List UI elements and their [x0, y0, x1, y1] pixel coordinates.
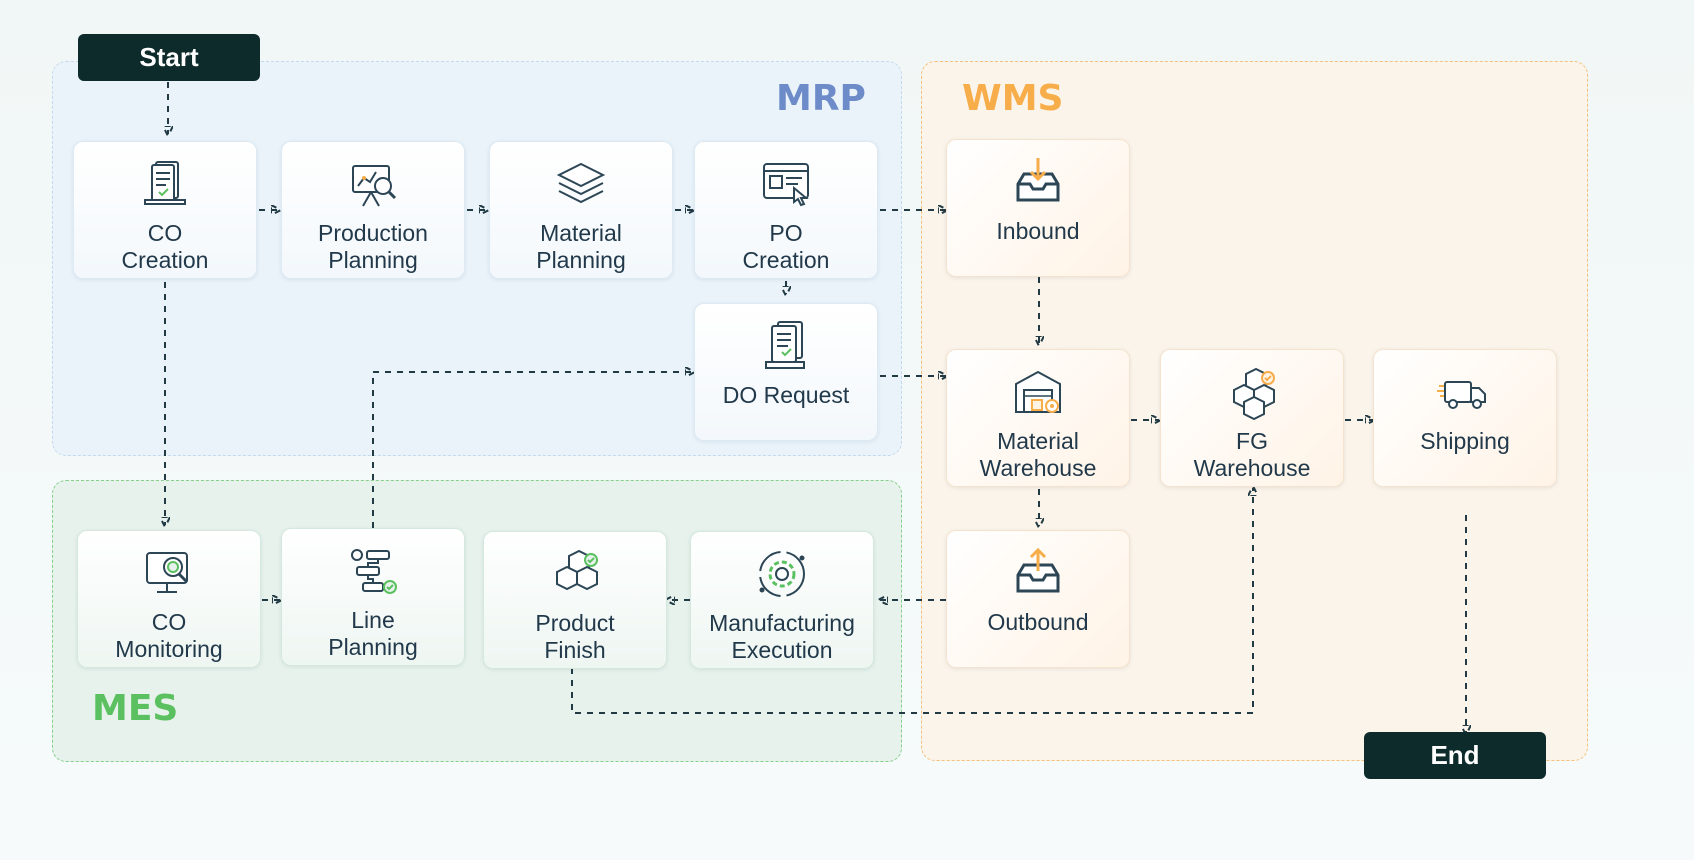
manufacturing-execution-label: Manufacturing Execution	[692, 610, 872, 664]
layers-icon	[556, 162, 606, 204]
material-warehouse-node[interactable]: Material Warehouse	[946, 349, 1130, 487]
wms-region-label: WMS	[962, 78, 1064, 119]
material-planning-label-line2: Planning	[536, 247, 626, 273]
inbound-node[interactable]: Inbound	[946, 139, 1130, 277]
inbound-label: Inbound	[948, 218, 1128, 245]
po-creation-label: PO Creation	[696, 220, 876, 274]
end-label: End	[1430, 740, 1480, 770]
start-label: Start	[139, 42, 199, 72]
inbox-up-icon	[1016, 547, 1060, 593]
manufacturing-execution-label-line1: Manufacturing	[709, 610, 855, 636]
truck-icon	[1437, 381, 1486, 409]
gear-cycle-icon	[759, 551, 805, 597]
line-planning-label-line2: Planning	[328, 634, 418, 660]
production-planning-label-line1: Production	[318, 220, 428, 246]
co-creation-node[interactable]: CO Creation	[73, 141, 257, 279]
fg-warehouse-node[interactable]: FG Warehouse	[1160, 349, 1344, 487]
po-creation-node[interactable]: PO Creation	[694, 141, 878, 279]
co-creation-label-line1: CO	[147, 220, 183, 246]
mrp-region-label: MRP	[776, 78, 866, 119]
shipping-node[interactable]: Shipping	[1373, 349, 1557, 487]
boxes-check-icon	[1233, 367, 1275, 420]
product-finish-label: Product Finish	[485, 610, 665, 664]
do-request-label-line1: DO Request	[722, 382, 850, 408]
fg-warehouse-label: FG Warehouse	[1162, 428, 1342, 482]
material-warehouse-label-line2: Warehouse	[979, 455, 1097, 481]
material-warehouse-label: Material Warehouse	[948, 428, 1128, 482]
boxes-check-icon	[556, 549, 598, 591]
material-planning-label-line1: Material	[540, 220, 622, 246]
material-warehouse-label-line1: Material	[997, 428, 1079, 454]
co-monitoring-label-line2: Monitoring	[115, 636, 223, 662]
do-request-label: DO Request	[696, 382, 876, 409]
material-planning-node[interactable]: Material Planning	[489, 141, 673, 279]
inbox-down-icon	[1016, 158, 1060, 202]
mes-region-label: MES	[92, 688, 179, 729]
co-creation-label: CO Creation	[75, 220, 255, 274]
material-planning-label: Material Planning	[491, 220, 671, 274]
po-creation-label-line2: Creation	[742, 247, 830, 273]
shipping-label: Shipping	[1375, 428, 1555, 455]
line-planning-label-line1: Line	[351, 607, 395, 633]
shipping-label-line1: Shipping	[1420, 428, 1510, 454]
product-finish-label-line2: Finish	[544, 637, 606, 663]
production-planning-label: Production Planning	[283, 220, 463, 274]
start-node: Start	[78, 34, 260, 81]
workflow-icon	[351, 549, 397, 594]
po-creation-label-line1: PO	[769, 220, 803, 246]
outbound-label: Outbound	[948, 609, 1128, 636]
documents-check-icon	[765, 321, 805, 369]
end-node: End	[1364, 732, 1546, 779]
manufacturing-execution-label-line2: Execution	[731, 637, 833, 663]
manufacturing-execution-node[interactable]: Manufacturing Execution	[690, 531, 874, 669]
fg-warehouse-label-line2: Warehouse	[1193, 455, 1311, 481]
outbound-node[interactable]: Outbound	[946, 530, 1130, 668]
fg-warehouse-label-line1: FG	[1236, 428, 1268, 454]
outbound-label-line1: Outbound	[987, 609, 1089, 635]
browser-click-icon	[763, 163, 809, 207]
co-monitoring-label-line1: CO	[151, 609, 187, 635]
co-monitoring-node[interactable]: CO Monitoring	[77, 530, 261, 668]
warehouse-icon	[1015, 370, 1061, 413]
production-planning-node[interactable]: Production Planning	[281, 141, 465, 279]
product-finish-node[interactable]: Product Finish	[483, 531, 667, 669]
line-planning-label: Line Planning	[283, 607, 463, 661]
do-request-node[interactable]: DO Request	[694, 303, 878, 441]
presentation-analytics-icon	[352, 165, 397, 207]
document-checklist-icon	[144, 161, 186, 205]
line-planning-node[interactable]: Line Planning	[281, 528, 465, 666]
production-planning-label-line2: Planning	[328, 247, 418, 273]
inbound-label-line1: Inbound	[996, 218, 1080, 244]
co-creation-label-line2: Creation	[121, 247, 209, 273]
product-finish-label-line1: Product	[535, 610, 615, 636]
co-monitoring-label: CO Monitoring	[79, 609, 259, 663]
monitor-search-icon	[146, 552, 189, 593]
